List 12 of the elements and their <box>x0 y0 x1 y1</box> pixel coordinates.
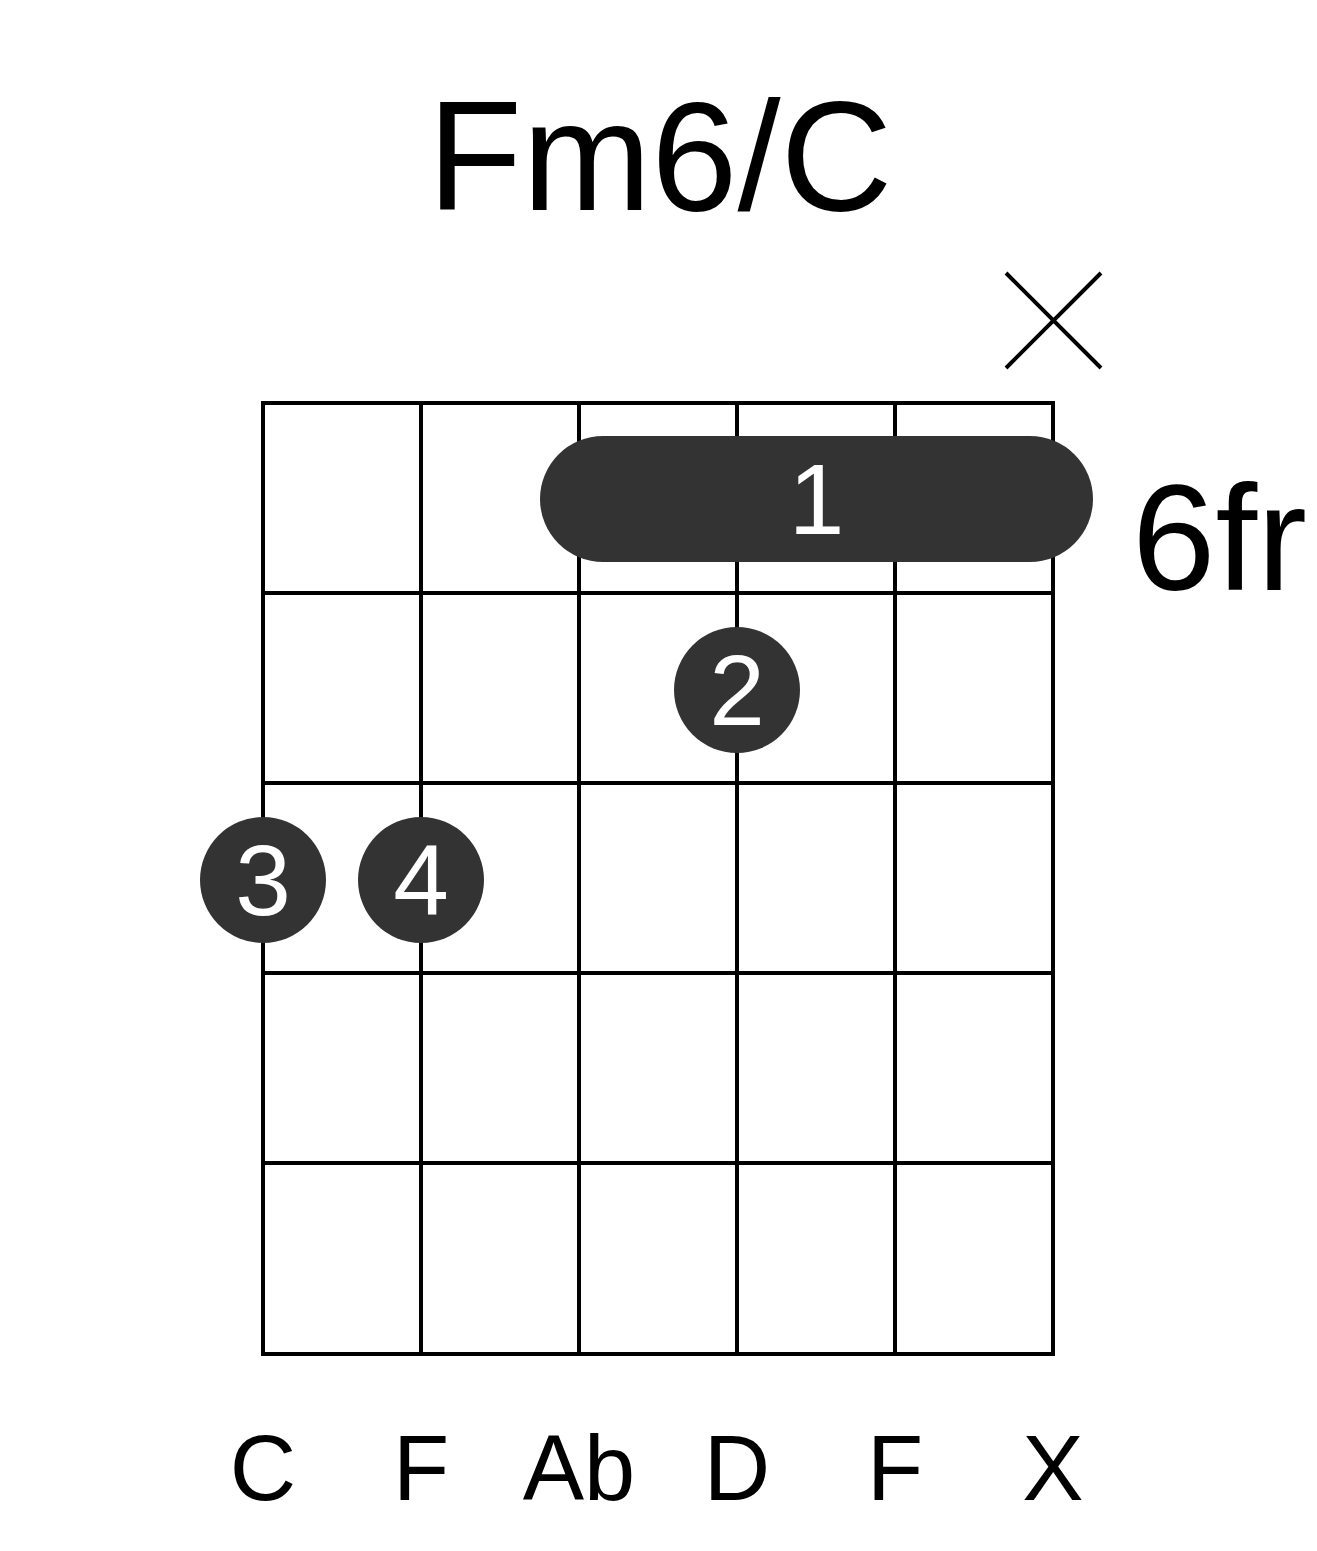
finger-number: 4 <box>393 830 449 930</box>
string-note-label: D <box>702 1422 772 1514</box>
string-note-label: F <box>865 1422 925 1514</box>
string-note-label: C <box>228 1422 298 1514</box>
string-note-label: Ab <box>521 1422 637 1514</box>
finger-number: 2 <box>709 640 765 740</box>
string-note-label: X <box>1021 1422 1085 1514</box>
chord-title: Fm6/C <box>426 79 894 234</box>
fret-position-label: 6fr <box>1132 463 1308 613</box>
finger-number: 3 <box>235 830 291 930</box>
finger-number: 1 <box>788 449 845 549</box>
string-note-label: F <box>391 1422 451 1514</box>
